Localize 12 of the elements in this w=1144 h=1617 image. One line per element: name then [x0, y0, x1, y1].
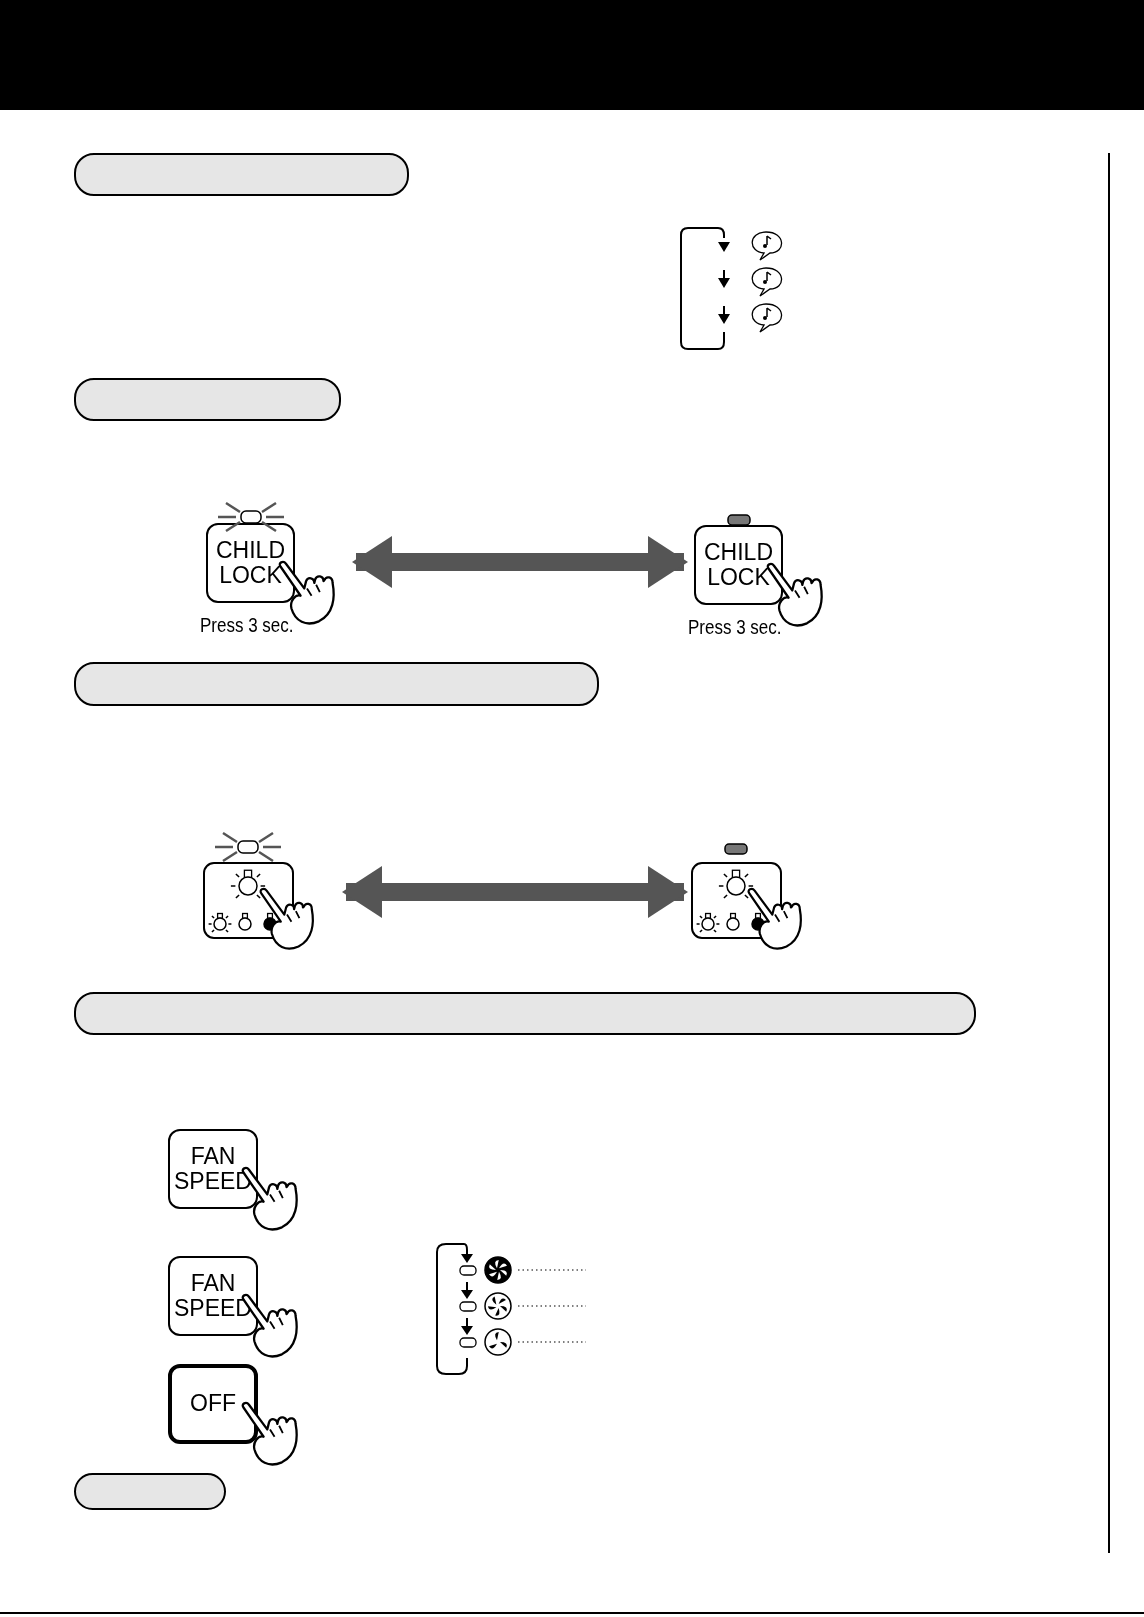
double-arrow: [352, 536, 688, 588]
heading-bar: [74, 662, 599, 706]
control-button: CHILD LOCK: [206, 523, 295, 603]
heading-bar: [74, 153, 409, 196]
heading-bar: [74, 1473, 226, 1510]
duration-text: Press 3 sec.: [688, 616, 782, 639]
heading-bar: [74, 992, 976, 1035]
double-arrow: [342, 866, 688, 918]
control-button: OFF: [168, 1364, 258, 1444]
heading-bar: [74, 378, 341, 421]
duration-text: Press 3 sec.: [200, 614, 294, 637]
control-button: CHILD LOCK: [694, 525, 783, 605]
